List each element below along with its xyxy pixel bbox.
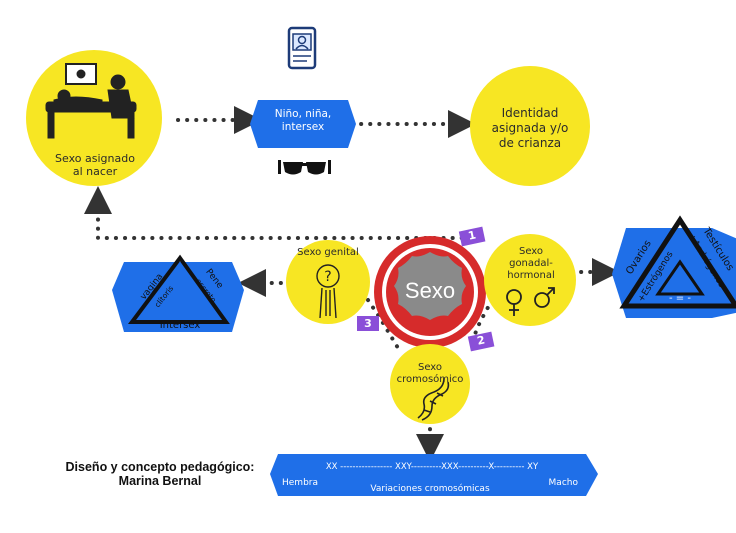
credit-text: Diseño y concepto pedagógico: Marina Ber… [65, 460, 255, 488]
arrow-loop-to-birth [84, 186, 482, 240]
chromosomal-label: Sexo cromosómico [396, 362, 464, 385]
dna-icon [417, 377, 450, 421]
birth-scene-icon [45, 63, 137, 139]
chromosomal-circle [390, 344, 470, 424]
gonadal-label: Sexo gonadal-hormonal [507, 246, 555, 281]
chromosome-left: Hembra [282, 478, 318, 488]
center-label: Sexo [404, 278, 456, 303]
genital-circle [286, 240, 370, 324]
child-label: Niño, niña, intersex [274, 108, 332, 133]
gonadal-circle [484, 234, 576, 326]
birth-circle [26, 50, 162, 186]
badge-3 [357, 316, 379, 331]
identity-circle [470, 66, 590, 186]
glasses-icon [278, 160, 331, 175]
genital-label: Sexo genital [297, 247, 359, 258]
child-label-hexagon [250, 100, 356, 148]
genital-panel [112, 254, 244, 332]
badge-1 [458, 226, 486, 247]
svg-text:?: ? [324, 269, 331, 285]
birth-label: Sexo asignado al nacer [55, 152, 135, 178]
identity-label: Identidad asignada y/o de crianza [491, 106, 569, 150]
chromosome-scale: XX ----------------- XXY----------XXX---… [325, 462, 539, 472]
center-node [374, 236, 486, 348]
center-blob [394, 252, 466, 320]
genital-figure-icon: ? [316, 264, 340, 319]
link-center-chromo-left [366, 298, 400, 350]
chromosome-bar [270, 454, 598, 496]
genital-tri-bottom: Intersex [159, 320, 201, 331]
chromosome-right: Macho [548, 478, 578, 488]
id-card-icon [287, 26, 317, 70]
badge-2 [467, 331, 495, 352]
link-center-chromo-right [468, 298, 494, 348]
birth-node [26, 50, 162, 186]
chromosome-center: Variaciones cromosómicas [370, 484, 490, 494]
gonadal-tri-bottom: - = - [669, 293, 691, 304]
badge-3-text: 3 [364, 317, 372, 330]
gonadal-panel [612, 215, 736, 318]
gender-symbols-icon [506, 287, 555, 316]
